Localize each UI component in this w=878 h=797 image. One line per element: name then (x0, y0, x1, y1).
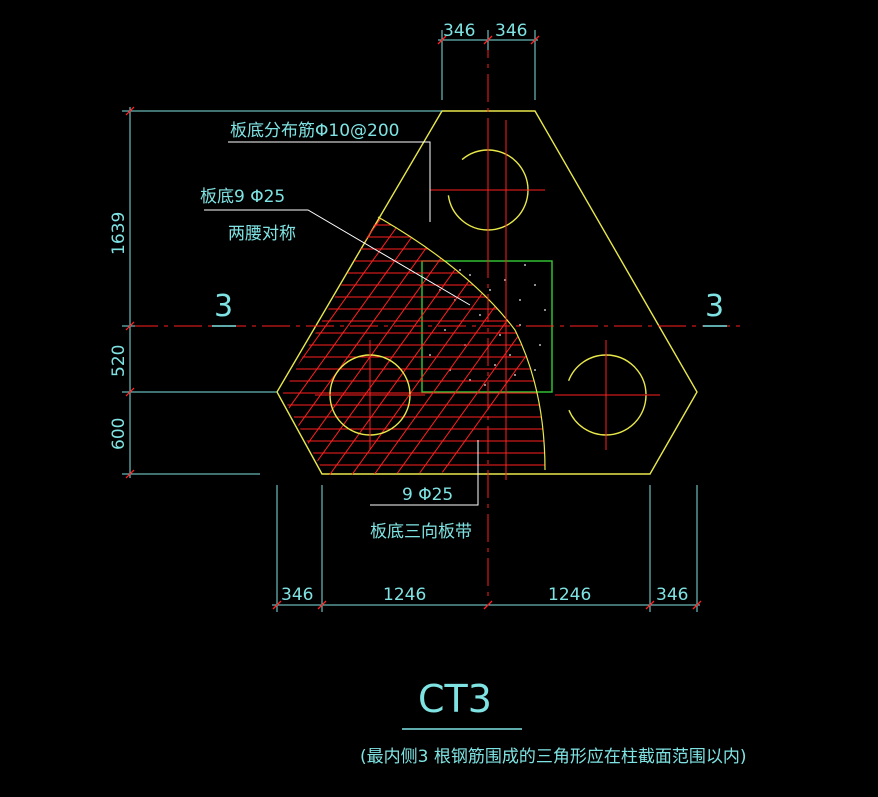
svg-text:3: 3 (705, 289, 724, 324)
dim-left-520: 520 (109, 345, 129, 377)
dim-top-right: 346 (495, 21, 527, 41)
label-band-bar: 9 Φ25 (402, 485, 453, 505)
dim-left-1639: 1639 (109, 212, 129, 255)
dim-bottom-1: 346 (281, 585, 313, 605)
hatch-boundary (377, 216, 546, 471)
section-mark-left: 3 (212, 289, 236, 327)
pile-cap-outline (276, 110, 698, 475)
label-distribution-bar: 板底分布筋Φ10@200 (230, 121, 399, 141)
rebar-mesh (282, 217, 545, 475)
dim-bottom-2: 1246 (383, 585, 426, 605)
label-bottom-bar: 板底9 Φ25 (200, 187, 285, 207)
dim-bottom-4: 346 (656, 585, 688, 605)
dim-top-left: 346 (443, 21, 475, 41)
label-three-way-band: 板底三向板带 (370, 522, 472, 542)
leader-lines (204, 141, 479, 506)
label-symmetric: 两腰对称 (228, 224, 296, 244)
dim-bottom-3: 1246 (548, 585, 591, 605)
dimension-ticks (125, 35, 702, 610)
pile-left (315, 340, 425, 450)
pile-right (555, 340, 660, 450)
dimension-lines (122, 30, 700, 612)
drawing-note: (最内侧3 根钢筋围成的三角形应在柱截面范围以内) (360, 747, 746, 767)
drawing-title: CT3 (418, 677, 492, 721)
dim-left-600: 600 (109, 418, 129, 450)
section-mark-right: 3 (703, 289, 727, 327)
concrete-hatch (429, 264, 546, 386)
svg-text:3: 3 (214, 289, 233, 324)
